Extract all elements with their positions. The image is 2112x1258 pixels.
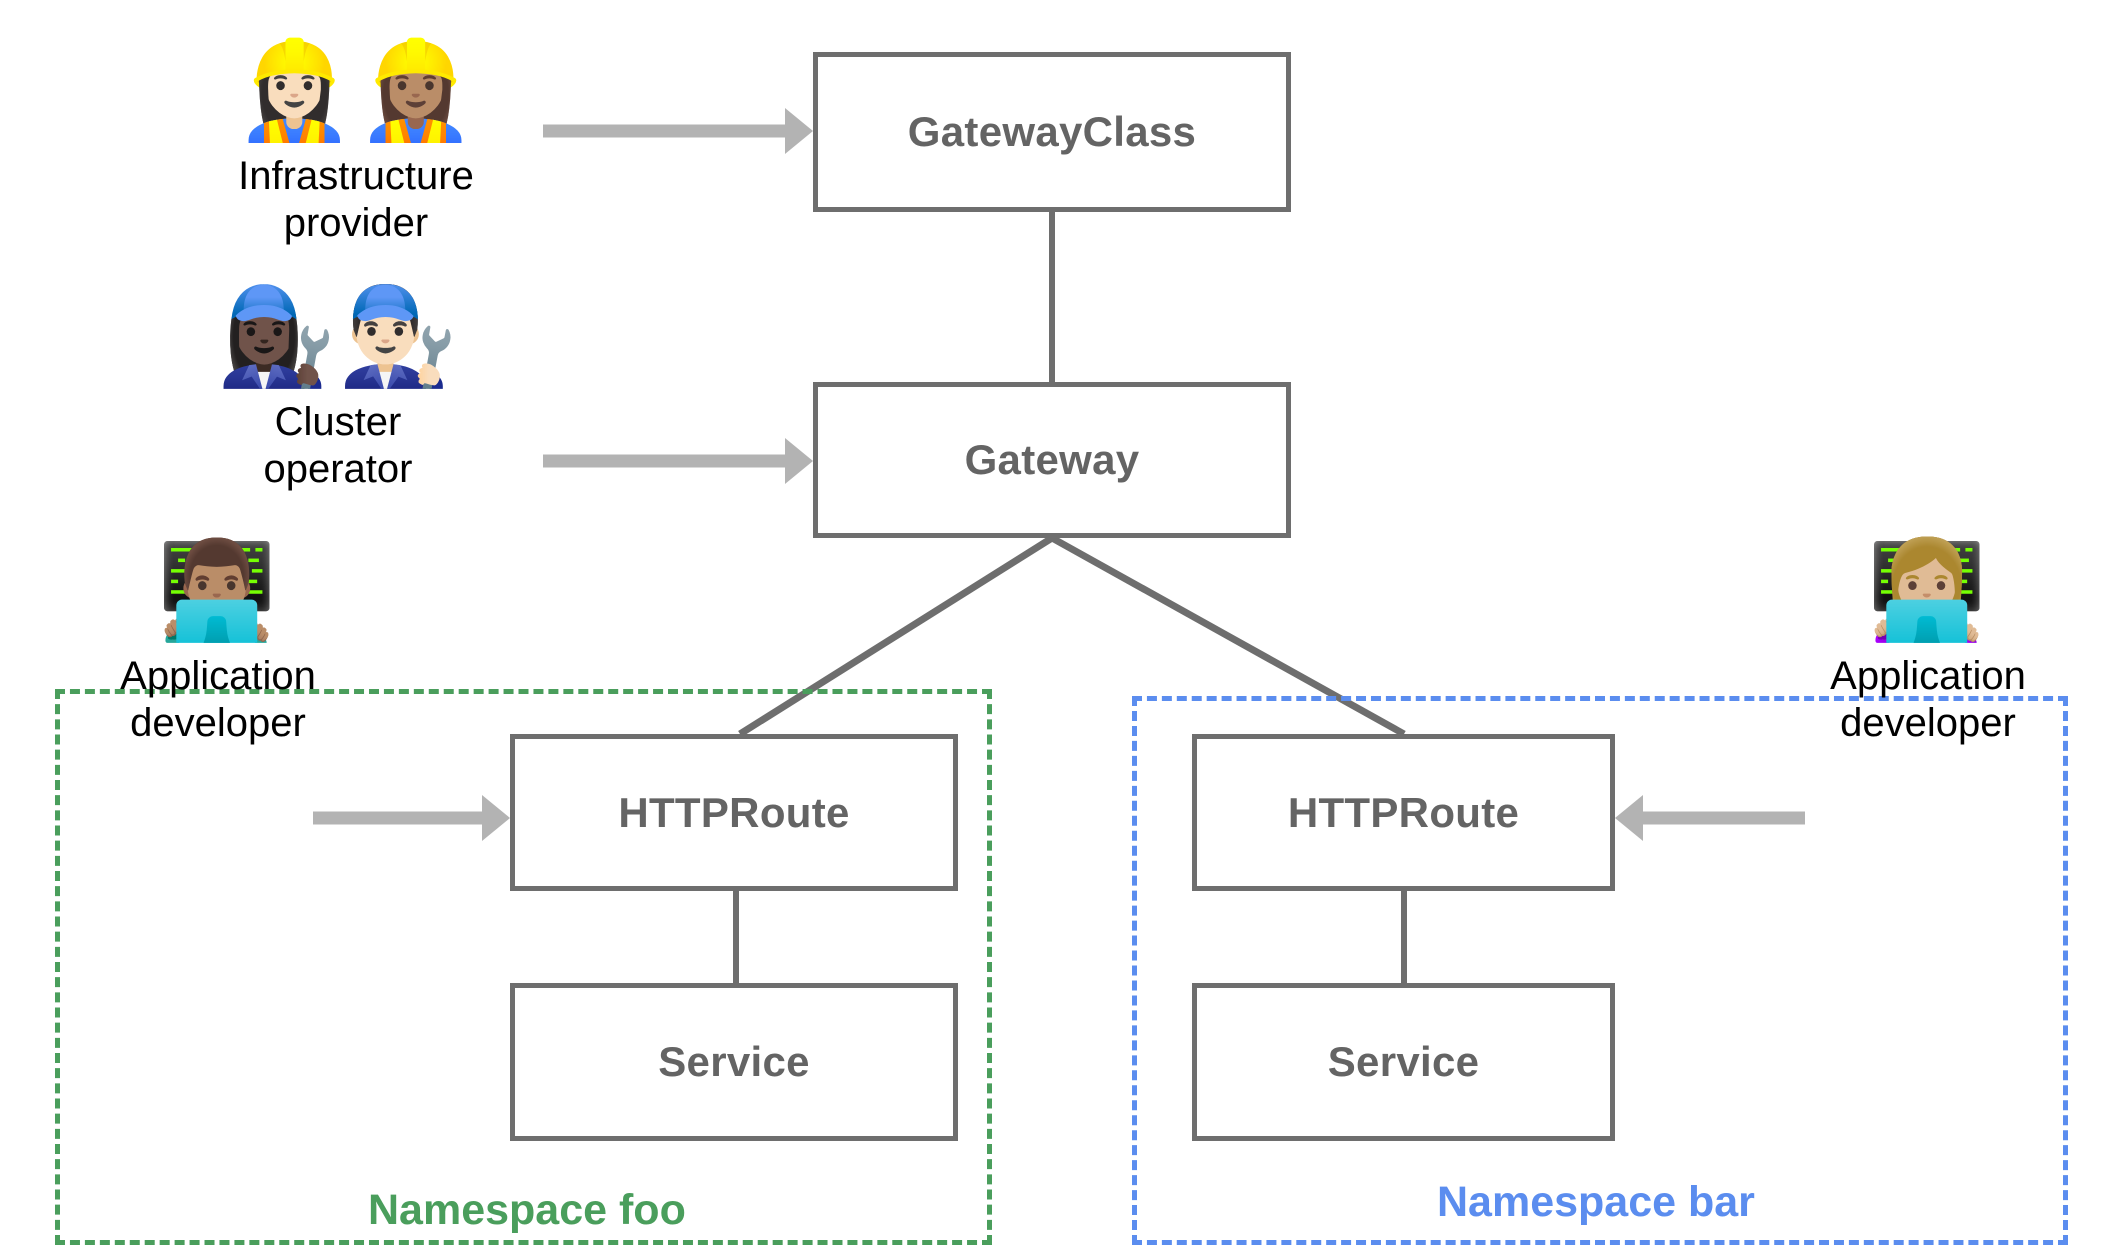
node-service-foo-label: Service (658, 1038, 810, 1085)
persona-cluster-operator-label: Cluster operator (263, 399, 413, 491)
namespace-region-foo (55, 689, 992, 1245)
node-service-bar[interactable]: Service (1192, 983, 1615, 1141)
technologist-emoji: 👨🏽‍💻 (157, 534, 279, 646)
node-gatewayclass-label: GatewayClass (907, 108, 1197, 155)
namespace-label-bar: Namespace bar (1437, 1178, 1755, 1226)
node-gateway[interactable]: Gateway (813, 382, 1291, 538)
arrow-infra-to-gatewayclass (543, 108, 813, 154)
namespace-region-bar (1132, 696, 2068, 1245)
node-httproute-foo[interactable]: HTTPRoute (510, 734, 958, 891)
node-gateway-label: Gateway (964, 436, 1140, 483)
persona-application-developer-foo: 👨🏽‍💻 Application developer (108, 540, 328, 747)
node-service-bar-label: Service (1327, 1038, 1480, 1085)
mechanic-emoji: 👩🏿‍🔧👨🏻‍🔧 (216, 280, 460, 392)
node-httproute-bar-label: HTTPRoute (1287, 788, 1520, 836)
node-gatewayclass[interactable]: GatewayClass (813, 52, 1291, 212)
persona-application-developer-bar-label: Application developer (1830, 653, 2026, 745)
node-httproute-bar[interactable]: HTTPRoute (1192, 734, 1615, 891)
persona-application-developer-foo-label: Application developer (120, 653, 316, 745)
construction-worker-emoji: 👷🏻‍♀️👷🏽‍♀️ (234, 34, 478, 146)
namespace-label-foo: Namespace foo (368, 1186, 686, 1234)
persona-infrastructure-provider-label: Infrastructure provider (238, 153, 474, 245)
persona-application-developer-bar: 👩🏼‍💻 Application developer (1818, 540, 2038, 747)
persona-cluster-operator: 👩🏿‍🔧👨🏻‍🔧 Cluster operator (178, 286, 498, 493)
node-service-foo[interactable]: Service (510, 983, 958, 1141)
arrow-cluster-to-gateway (543, 438, 813, 484)
technologist-emoji: 👩🏼‍💻 (1867, 534, 1989, 646)
persona-infrastructure-provider: 👷🏻‍♀️👷🏽‍♀️ Infrastructure provider (196, 40, 516, 247)
node-httproute-foo-label: HTTPRoute (618, 788, 850, 836)
